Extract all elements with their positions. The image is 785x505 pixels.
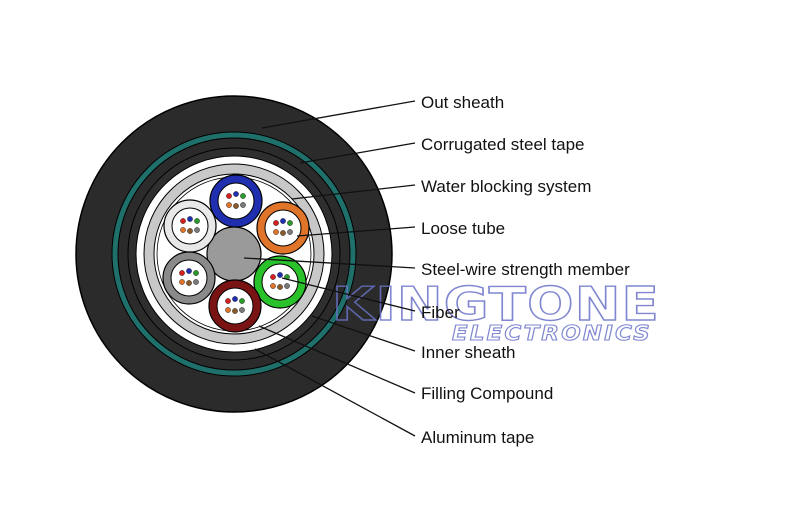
- fiber-strand: [180, 227, 186, 233]
- label-water-blocking-system: Water blocking system: [421, 177, 591, 196]
- loose-tube-white: [163, 199, 217, 253]
- fiber-strand: [233, 203, 239, 209]
- leader-out-sheath: [261, 100, 416, 129]
- fiber-strand: [273, 229, 279, 235]
- fiber-strand: [193, 279, 199, 285]
- cable-cross-section: [75, 95, 393, 413]
- fiber-strand: [187, 228, 193, 234]
- fiber-strand: [239, 298, 245, 304]
- label-corrugated-steel-tape: Corrugated steel tape: [421, 135, 585, 154]
- fiber-strand: [180, 218, 186, 224]
- fiber-strand: [277, 272, 283, 278]
- fiber-strand: [239, 307, 245, 313]
- labels: Out sheath Corrugated steel tape Water b…: [421, 93, 630, 447]
- label-filling-compound: Filling Compound: [421, 384, 553, 403]
- fiber-strand: [226, 193, 232, 199]
- leader-water-blocking-system: [291, 184, 416, 200]
- fiber-strand: [270, 274, 276, 280]
- fiber-strand: [225, 298, 231, 304]
- fiber-strand: [194, 227, 200, 233]
- fiber-strand: [273, 220, 279, 226]
- fiber-strand: [287, 229, 293, 235]
- fiber-strand: [186, 268, 192, 274]
- watermark: KINGTONE ELECTRONICS: [331, 276, 659, 345]
- fiber-strand: [232, 308, 238, 314]
- loose-tube-gray: [162, 251, 216, 305]
- fiber-strand: [287, 220, 293, 226]
- leader-aluminum-tape: [254, 348, 416, 437]
- label-loose-tube: Loose tube: [421, 219, 505, 238]
- fiber-strand: [280, 230, 286, 236]
- watermark-sub: ELECTRONICS: [452, 321, 652, 345]
- fiber-strand: [284, 283, 290, 289]
- leader-filling-compound: [258, 325, 416, 394]
- leader-inner-sheath: [311, 315, 416, 352]
- leader-corrugated-steel-tape: [299, 142, 416, 164]
- label-steel-wire-strength-member: Steel-wire strength member: [421, 260, 630, 279]
- leader-loose-tube: [296, 226, 416, 237]
- fiber-strand: [179, 279, 185, 285]
- fiber-strand: [186, 280, 192, 286]
- leader-lines: [243, 100, 416, 437]
- fiber-strand: [277, 284, 283, 290]
- label-inner-sheath: Inner sheath: [421, 343, 516, 362]
- loose-tube-orange: [256, 201, 310, 255]
- fiber-strand: [232, 296, 238, 302]
- label-aluminum-tape: Aluminum tape: [421, 428, 534, 447]
- loose-tube-brown: [208, 279, 262, 333]
- loose-tube-blue: [209, 174, 263, 228]
- fiber-strand: [193, 270, 199, 276]
- label-out-sheath: Out sheath: [421, 93, 504, 112]
- fiber-strand: [240, 202, 246, 208]
- fiber-strand: [187, 216, 193, 222]
- label-fiber: Fiber: [421, 303, 460, 322]
- fiber-strand: [179, 270, 185, 276]
- fiber-strand: [194, 218, 200, 224]
- fiber-strand: [233, 191, 239, 197]
- fiber-strand: [270, 283, 276, 289]
- fiber-strand: [225, 307, 231, 313]
- fibers-group: [179, 191, 293, 314]
- leader-steel-wire-strength-member: [243, 257, 416, 269]
- loose-tube-green: [253, 255, 307, 309]
- fiber-strand: [226, 202, 232, 208]
- leader-fiber: [281, 277, 416, 312]
- fiber-strand: [280, 218, 286, 224]
- fiber-strand: [240, 193, 246, 199]
